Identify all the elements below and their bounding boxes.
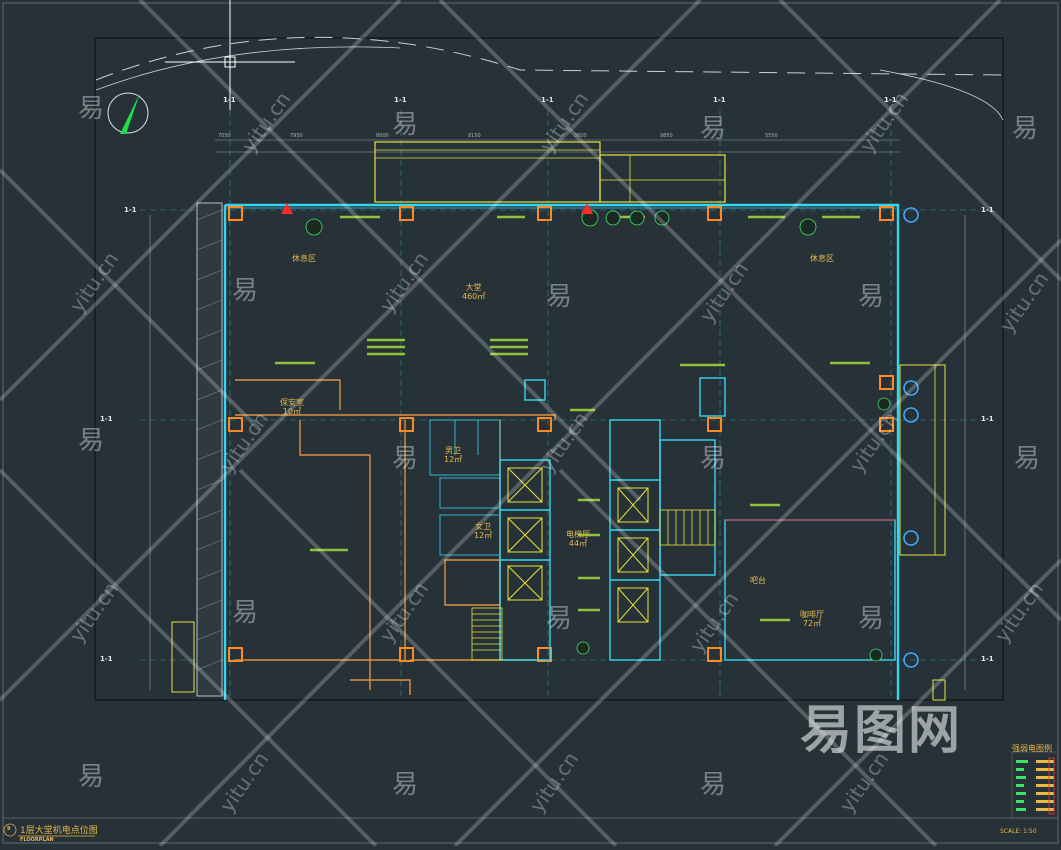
drawing-title: 1层大堂机电点位图 <box>20 826 98 836</box>
dimension-text: 8150 <box>468 133 481 139</box>
room-label-dining: 咖啡厅 72㎡ <box>800 610 824 628</box>
dimension-text: 8000 <box>376 133 389 139</box>
room-label-rest-left: 休息区 <box>292 254 316 263</box>
drawing-subtitle: FLOORPLAN <box>20 837 54 843</box>
drawing-scale: SCALE: 1:50 <box>1000 828 1037 835</box>
room-label-lobby: 大堂 460㎡ <box>462 283 486 301</box>
grid-label: 1-1 <box>884 96 897 104</box>
room-label-security: 保安室 10㎡ <box>280 398 304 416</box>
room-label-bar: 吧台 <box>750 576 766 585</box>
grid-label: 1-1 <box>100 655 113 663</box>
sheet-number: 9 <box>7 826 11 832</box>
north-arrow-icon <box>107 92 149 134</box>
dimension-text: 7950 <box>290 133 303 139</box>
grid-label: 1-1 <box>981 655 994 663</box>
dimension-text: 7050 <box>218 133 231 139</box>
dimension-text: 3600 <box>574 133 587 139</box>
grid-label: 1-1 <box>100 415 113 423</box>
room-label-toilet-m: 男卫 12㎡ <box>444 446 463 464</box>
grid-label: 1-1 <box>223 96 236 104</box>
room-label-toilet-f: 女卫 12㎡ <box>474 522 493 540</box>
grid-label: 1-1 <box>981 415 994 423</box>
room-label-elevator-hall: 电梯厅 44㎡ <box>566 530 590 548</box>
grid-label: 1-1 <box>713 96 726 104</box>
grid-label: 1-1 <box>981 206 994 214</box>
dimension-text: 9850 <box>660 133 673 139</box>
grid-label: 1-1 <box>541 96 554 104</box>
legend-title: 强弱电图例 <box>1012 744 1052 753</box>
grid-label: 1-1 <box>394 96 407 104</box>
brand-watermark: 易图网 <box>800 701 963 761</box>
grid-label: 1-1 <box>124 206 137 214</box>
dimension-text: 5550 <box>765 133 778 139</box>
room-label-rest-right: 休息区 <box>810 254 834 263</box>
